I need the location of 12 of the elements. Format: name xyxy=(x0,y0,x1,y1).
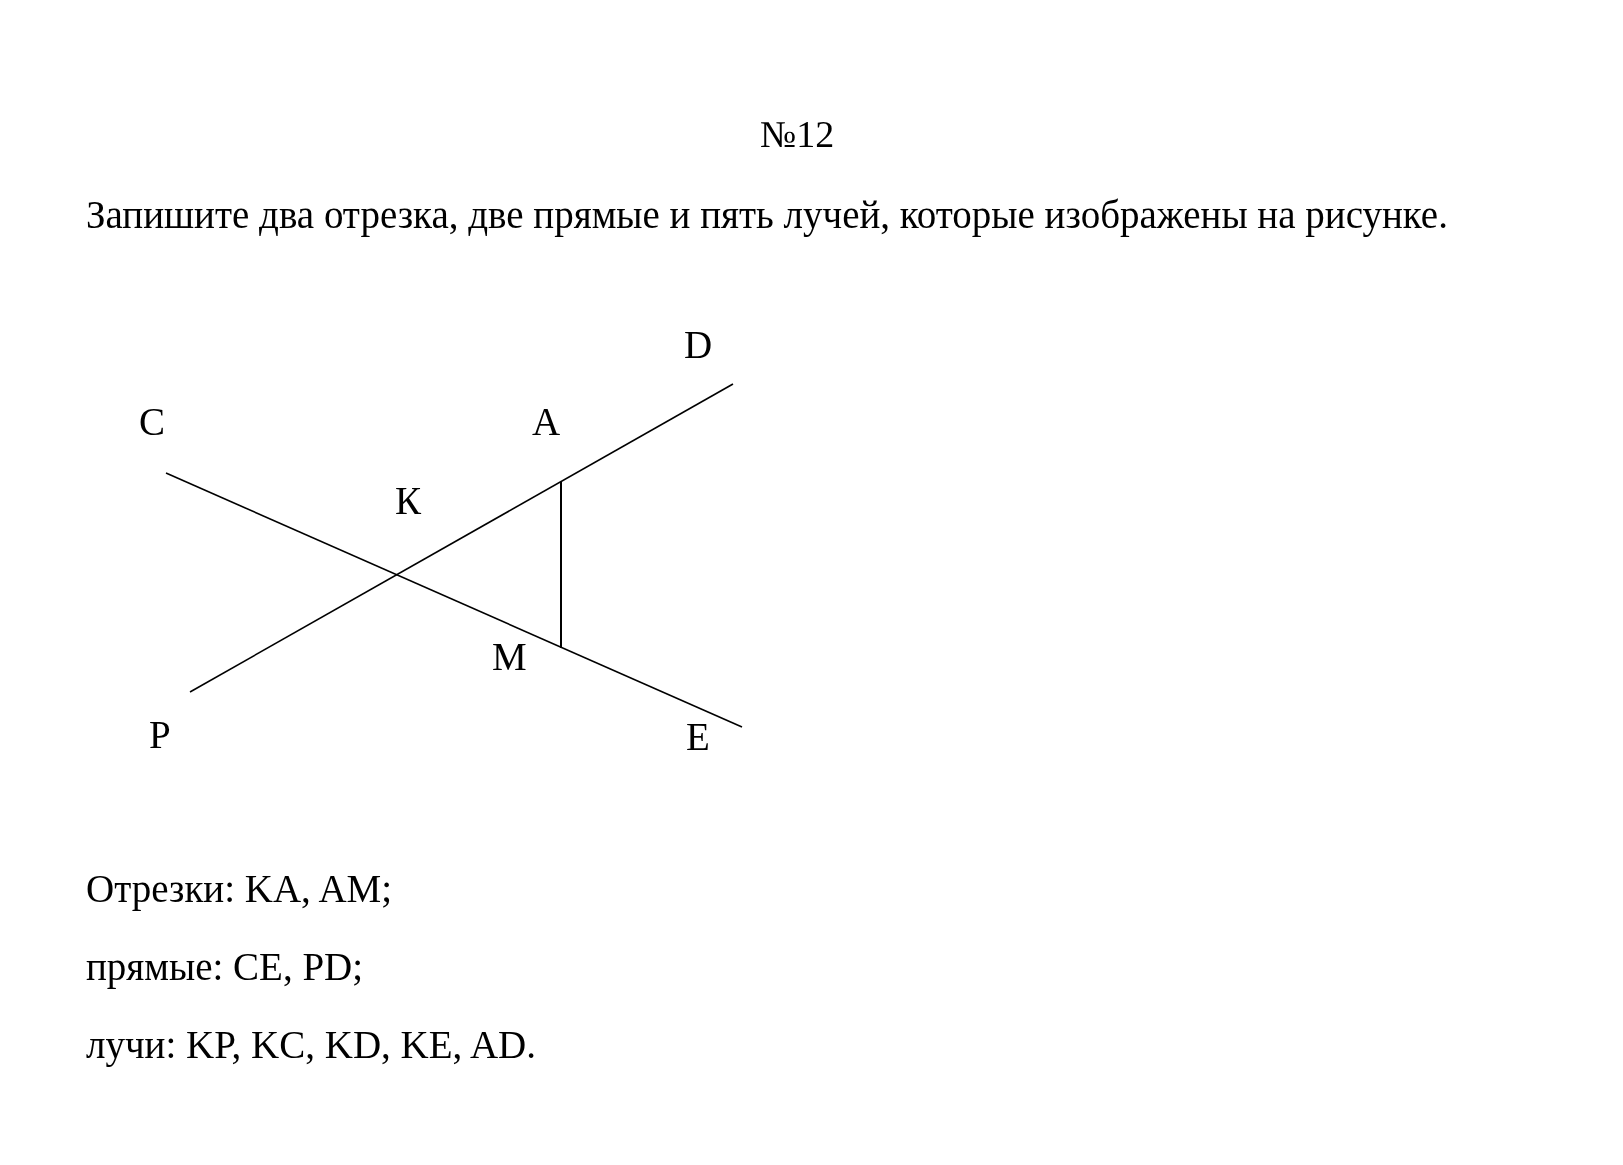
point-label: К xyxy=(395,478,421,524)
point-label: C xyxy=(139,399,165,445)
exercise-number: №12 xyxy=(760,112,835,157)
point-label: M xyxy=(492,634,527,680)
answer-text: прямые: CE, PD; xyxy=(86,944,364,991)
answer-text: лучи: KP, KC, KD, KE, AD. xyxy=(86,1022,536,1069)
point-label: A xyxy=(532,399,561,445)
question-text: Запишите два отрезка, две прямые и пять лучей, которые изображены на рисунке. xyxy=(86,192,1449,239)
point-label: P xyxy=(149,712,171,758)
answer-text: Отрезки: KA, AM; xyxy=(86,866,393,913)
point-label: D xyxy=(684,322,713,368)
point-label: E xyxy=(686,714,710,760)
